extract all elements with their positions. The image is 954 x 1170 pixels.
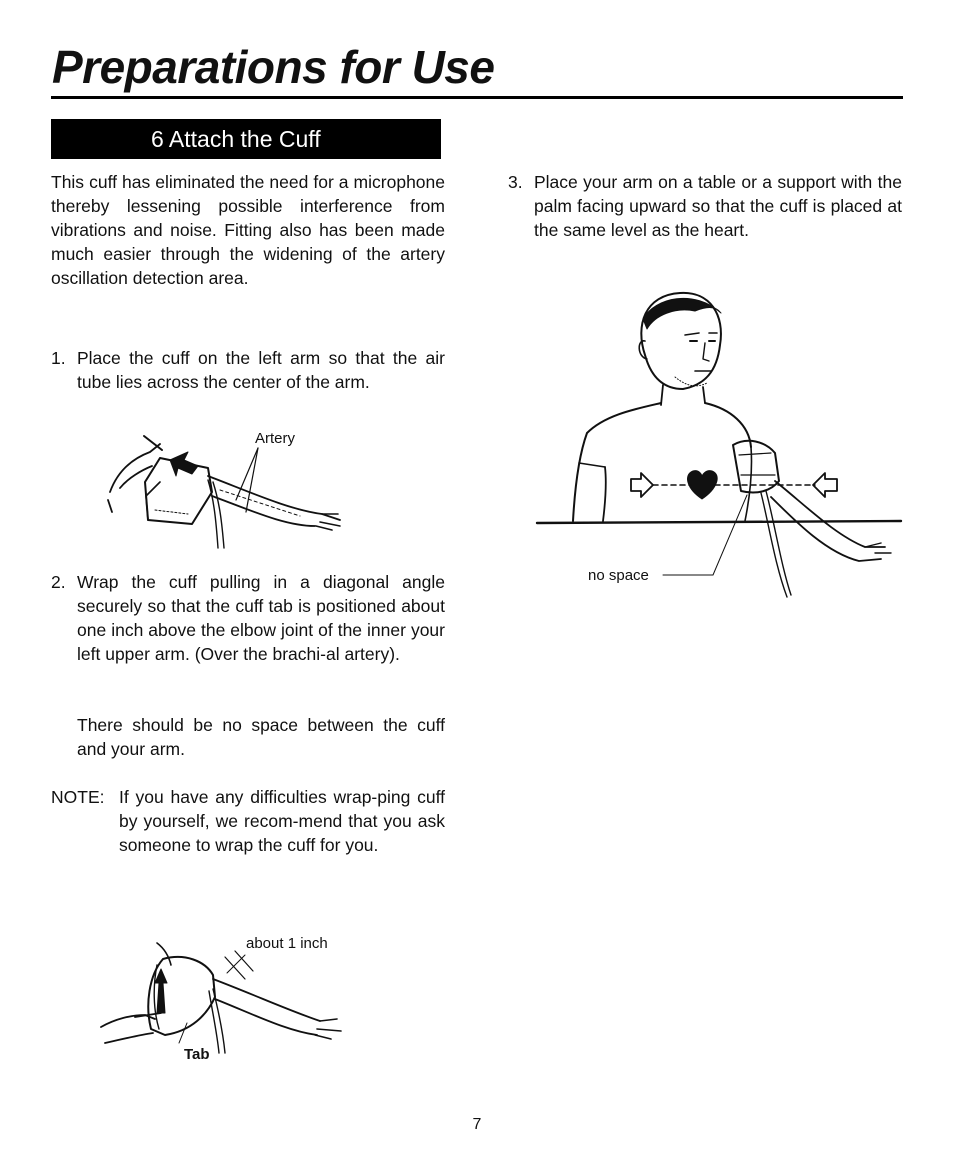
step-2-number: 2. xyxy=(51,572,66,592)
figure-2-cuff-wrapped-illustration xyxy=(100,942,342,1054)
step-1-number: 1. xyxy=(51,348,66,368)
figure-1-cuff-placement-illustration xyxy=(107,435,341,549)
figure-2-tab-label: Tab xyxy=(184,1046,210,1063)
step-2-text: Wrap the cuff pulling in a diagonal angl… xyxy=(77,572,445,664)
note-label: NOTE: xyxy=(51,787,105,807)
step-3-text: Place your arm on a table or a support w… xyxy=(534,172,902,240)
step-2: 2. Wrap the cuff pulling in a diagonal a… xyxy=(51,570,445,690)
figure-3-no-space-label: no space xyxy=(588,567,649,584)
step-2-extra-text: There should be no space between the cuf… xyxy=(77,715,445,759)
figure-2-about-1-inch-label: about 1 inch xyxy=(246,935,328,952)
intro-paragraph: This cuff has eliminated the need for a … xyxy=(51,172,445,288)
page-title: Preparations for Use xyxy=(52,41,495,93)
figure-1-artery-label: Artery xyxy=(255,430,296,447)
note: NOTE: If you have any difficulties wrap-… xyxy=(51,785,445,885)
note-text: If you have any difficulties wrap-ping c… xyxy=(119,787,445,855)
step-3-number: 3. xyxy=(508,172,523,192)
figure-3-seated-posture-illustration xyxy=(535,291,903,598)
step-1-text: Place the cuff on the left arm so that t… xyxy=(77,348,445,392)
page-number: 7 xyxy=(472,1116,482,1133)
step-1: 1. Place the cuff on the left arm so tha… xyxy=(51,346,445,396)
step-3: 3. Place your arm on a table or a suppor… xyxy=(508,170,902,250)
title-rule xyxy=(51,96,903,99)
section-heading: 6 Attach the Cuff xyxy=(51,119,441,159)
